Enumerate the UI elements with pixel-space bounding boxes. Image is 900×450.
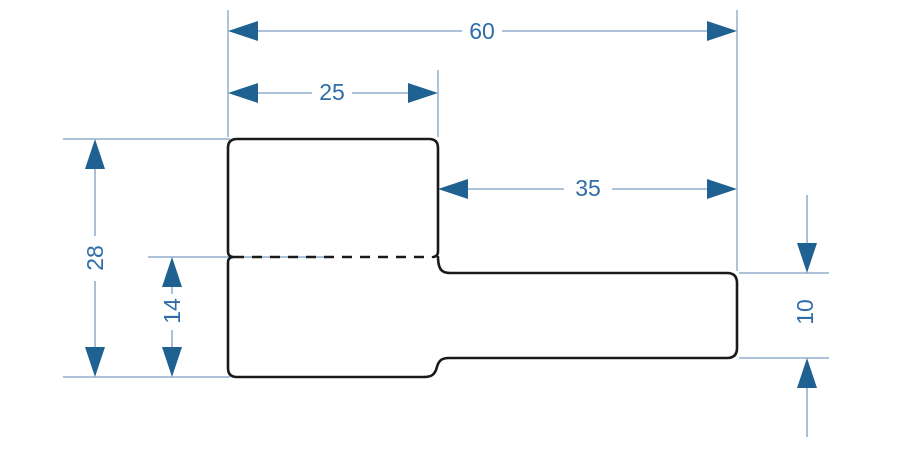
arrowhead-right-icon [408,83,438,103]
arrowhead-down-icon [797,243,817,273]
dim-lower-height: 14 [148,256,325,377]
arrowhead-right-icon [707,21,737,41]
dim-total-width: 60 [227,10,738,271]
dim-tail-height: 10 [739,195,829,437]
part-body-outline [226,255,739,379]
arrowhead-left-icon [228,21,258,41]
dim-total-height-label: 28 [82,245,108,271]
arrowhead-left-icon [228,83,258,103]
dim-lower-height-label: 14 [159,298,185,324]
dim-total-height: 28 [63,138,230,378]
part-outline [226,137,739,379]
dim-tail-height-label: 10 [792,299,818,325]
dim-tail-length: 35 [438,175,737,201]
dim-head-width: 25 [228,70,439,137]
dim-total-width-label: 60 [469,18,495,44]
arrowhead-down-icon [162,347,182,377]
arrowhead-left-icon [438,179,468,199]
arrowhead-up-icon [162,257,182,287]
arrowhead-up-icon [797,358,817,388]
dim-tail-length-label: 35 [575,175,601,201]
dim-head-width-label: 25 [319,79,345,105]
part-flap-outline [226,137,440,259]
arrowhead-down-icon [85,347,105,377]
arrowhead-right-icon [707,179,737,199]
arrowhead-up-icon [85,139,105,169]
